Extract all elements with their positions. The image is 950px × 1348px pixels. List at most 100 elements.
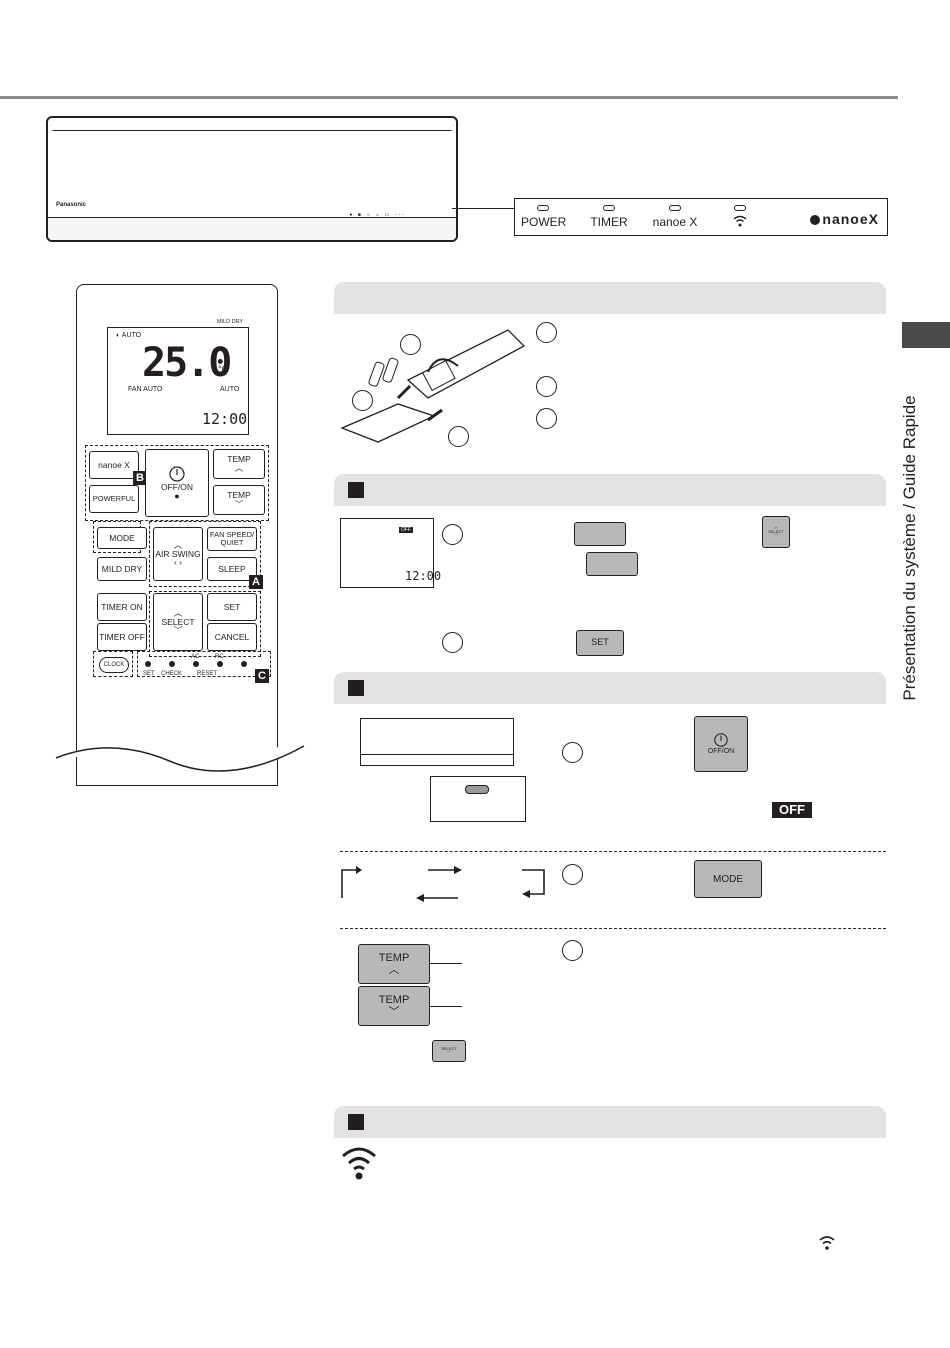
select-down-icon: ﹀ [173,625,183,636]
rc-reset-pin-button[interactable] [217,661,223,667]
air-swing-label: AIR SWING [155,548,201,559]
battery-insertion-illustration [340,329,526,443]
power-indicator: POWER [521,205,567,229]
section-operation-header [334,672,886,704]
chevron-up-down-icon: ︿ [173,539,183,550]
timer-led-icon [603,205,615,211]
temp-up-key-illustration: TEMP︿ [358,944,430,984]
temp-down-label: TEMP [227,490,251,501]
chevron-up-icon: ︿ [774,524,778,530]
lcd-fan-auto: FAN AUTO [128,386,163,393]
side-tab-marker [902,322,950,348]
group-c-outline [137,651,271,677]
select-key-label: SELECT [768,528,784,534]
off-on-dot-icon: ● [174,490,180,501]
chevron-down-icon: ﹀ [774,533,778,539]
step-circle [442,524,463,545]
dashed-divider [340,928,886,929]
mild-dry-button[interactable]: MILD DRY [97,557,147,581]
unit-small-illustration [360,718,514,766]
step-circle [442,632,463,653]
side-vertical-title: Présentation du système / Guide Rapide [890,358,930,738]
lcd-auto-label: ◐ AUTO [116,332,142,339]
temp-down-key-illustration: TEMP﹀ [358,986,430,1026]
lcd-swing-auto: AUTO [220,386,240,393]
remote-control-illustration: MILD DRY ◐ AUTO 25.0 °C FAN AUTO AUTO 12… [76,284,278,786]
check-pin-label: CHECK [161,671,183,677]
clock-lcd-illustration: OFF 12:00 [340,518,441,588]
off-on-key-label: OFF/ON [707,748,735,756]
select-button[interactable]: ︿SELECT﹀ [153,593,203,651]
remote-lcd: ◐ AUTO 25.0 °C FAN AUTO AUTO 12:00 [107,327,249,435]
temp-down-leader [430,1006,462,1007]
temp-up-button[interactable]: TEMP︿ [213,449,265,479]
dashed-divider [340,851,886,852]
wifi-icon [342,1147,376,1180]
chevron-down-icon: ﹀ [447,1050,451,1055]
power-indicator-label: POWER [521,215,567,229]
step-circle [562,864,583,885]
nanoe-button[interactable]: nanoe X [89,451,139,479]
unit-bottom-louver [48,217,456,240]
select-key-label: SELECT [441,1045,457,1051]
chevron-up-icon: ︿ [234,463,244,473]
unit-led-row: ● ■ ☼ ⌂ ▭ ◦◦◦ [349,212,406,218]
top-rule [0,96,898,99]
mode-button[interactable]: MODE [97,527,147,549]
nanoe-logo-text: nanoeX [822,211,879,227]
check-pin-button[interactable] [169,661,175,667]
lcd-auto-text: AUTO [121,332,142,339]
mode-cycle-arrows-icon [341,866,545,902]
section-clock-header [334,474,886,506]
lcd-off-tag: OFF [399,527,413,533]
timer-off-button[interactable]: TIMER OFF [97,623,147,651]
group-a-select-outline [149,591,261,657]
step-circle [448,426,469,447]
section-marker-icon [348,680,364,696]
step-circle [352,390,373,411]
lcd-temperature: 25.0 [142,340,232,386]
set-button[interactable]: SET [207,593,257,621]
set-pin-label: SET [143,671,155,677]
power-led-icon [537,205,549,211]
clock-button[interactable]: CLOCK [99,657,129,673]
unit-small-louver [361,754,513,765]
step-circle [536,408,557,429]
cancel-button[interactable]: CANCEL [207,623,257,651]
fan-speed-button[interactable]: FAN SPEED/ QUIET [207,527,257,551]
chevron-down-icon: ﹀ [234,499,244,509]
powerful-button[interactable]: POWERFUL [89,485,139,513]
mode-key-illustration: MODE [694,860,762,898]
temp-up-label: TEMP [227,454,251,465]
ac-reset-pin-button[interactable] [193,661,199,667]
wifi-indicator [729,205,751,230]
temp-down-button[interactable]: TEMP﹀ [213,485,265,515]
led-zoom-box [430,776,526,822]
air-swing-button[interactable]: ︿AIR SWING‹ › [153,527,203,581]
nanoe-dot-icon [810,215,821,225]
wifi-small-icon [819,1236,835,1250]
timer-on-key-illustration [574,522,626,546]
lcd-unit: °C [218,364,229,374]
set-pin-button[interactable] [145,661,151,667]
side-title-text: Présentation du système / Guide Rapide [900,395,919,701]
step-circle [400,334,421,355]
chevron-left-right-icon: ‹ › [173,557,183,568]
select-key-illustration: SELECT﹀ [432,1040,466,1062]
temp-up-key-label: TEMP [378,951,410,964]
timer-on-button[interactable]: TIMER ON [97,593,147,621]
wifi-pin-button[interactable] [241,661,247,667]
temp-up-leader [430,963,462,964]
indicator-panel: POWER TIMER nanoe X nanoeX [514,198,888,236]
clock-outline [93,651,133,677]
sleep-button[interactable]: SLEEP [207,557,257,581]
step-circle [536,376,557,397]
wifi-led-icon [734,205,746,211]
power-icon [169,466,185,482]
nanoe-logo: nanoeX [810,211,879,227]
nanoe-indicator-label: nanoe X [652,215,698,229]
remote-cut-curve [55,745,305,772]
off-on-button[interactable]: OFF/ON ● [145,449,209,517]
select-label: SELECT [161,616,195,627]
section-battery-header [334,282,886,314]
